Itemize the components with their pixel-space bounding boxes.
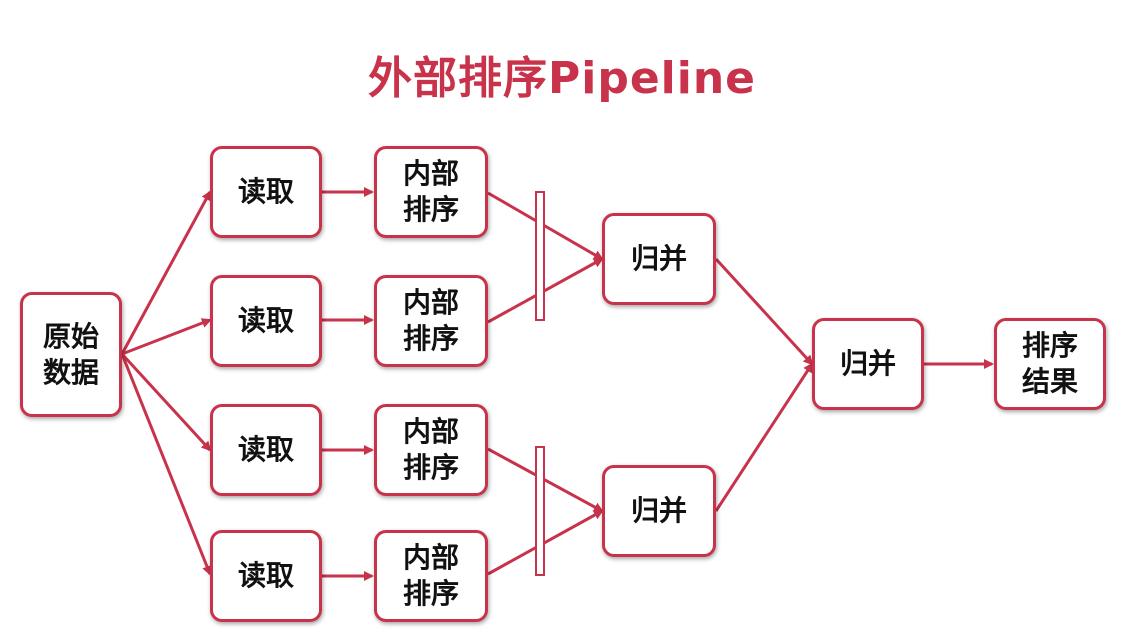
- sync-barrier-top: [535, 191, 545, 321]
- read-node-1: 读取: [210, 146, 322, 238]
- read-node-3: 读取: [210, 404, 322, 496]
- merge-node-top: 归并: [602, 213, 716, 305]
- edge-source-read-1: [120, 190, 212, 355]
- diagram-title: 外部排序Pipeline: [368, 53, 756, 104]
- edge-source-read-3: [120, 352, 212, 452]
- edge-sort-1-merge-top: [487, 191, 604, 261]
- sort-node-2: 内部 排序: [374, 275, 488, 367]
- edge-merge-top-merge-final: [714, 257, 814, 366]
- merge-node-final: 归并: [812, 318, 924, 410]
- edge-merge-bottom-merge-final: [714, 362, 814, 512]
- merge-node-bottom: 归并: [602, 465, 716, 557]
- edge-sort-2-merge-top: [487, 257, 604, 324]
- read-node-2: 读取: [210, 275, 322, 367]
- edge-sort-4-merge-bottom: [487, 509, 604, 576]
- sorted-result-node: 排序 结果: [994, 318, 1106, 410]
- edge-source-read-4: [120, 353, 212, 576]
- sync-barrier-bottom: [535, 446, 545, 576]
- edge-sort-3-merge-bottom: [487, 447, 604, 513]
- sort-node-4: 内部 排序: [374, 530, 488, 622]
- sort-node-3: 内部 排序: [374, 404, 488, 496]
- read-node-4: 读取: [210, 530, 322, 622]
- sort-node-1: 内部 排序: [374, 146, 488, 238]
- edge-source-read-2: [121, 318, 212, 356]
- source-data-node: 原始 数据: [20, 292, 122, 417]
